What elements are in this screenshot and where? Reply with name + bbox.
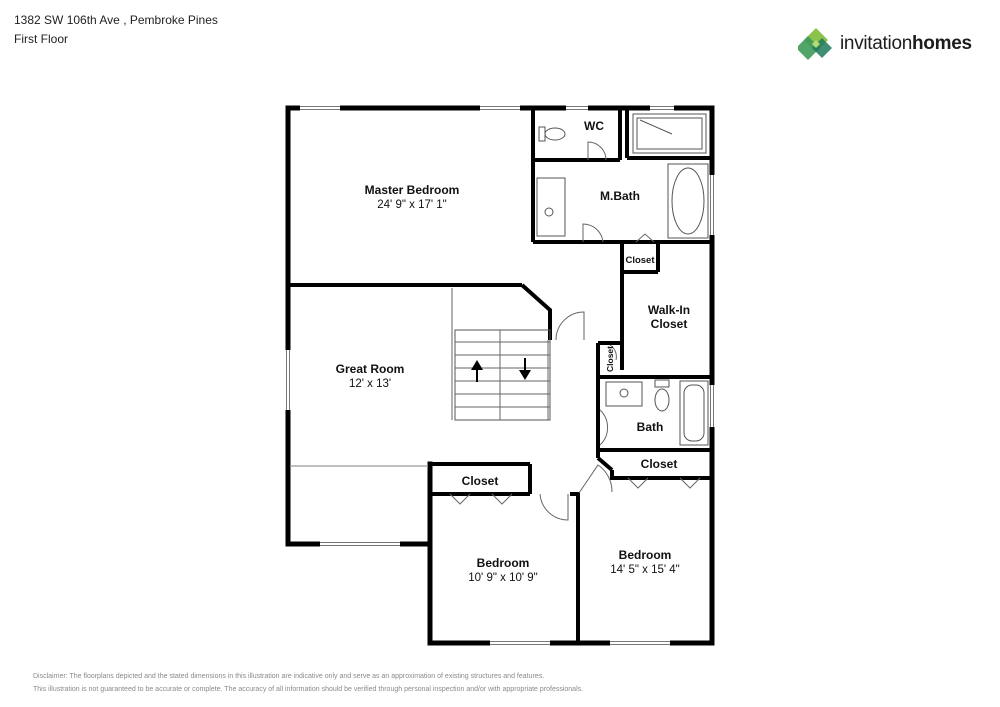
room-master-bedroom: Master Bedroom 24' 9" x 17' 1" <box>365 183 460 211</box>
logo-word-homes: homes <box>912 33 972 54</box>
master-bedroom-dims: 24' 9" x 17' 1" <box>377 199 446 211</box>
bath-label: Bath <box>637 420 664 434</box>
walk-in-line1: Walk-In <box>648 303 690 317</box>
master-bedroom-name: Master Bedroom <box>365 183 460 197</box>
bathtub-icon <box>667 163 709 239</box>
small-closet-label: Closet <box>625 255 655 266</box>
stair-down-arrow-icon <box>519 358 531 380</box>
stair-up-arrow-icon <box>471 360 483 382</box>
walk-in-line2: Closet <box>651 317 688 331</box>
room-great-room: Great Room 12' x 13' <box>336 362 405 390</box>
invitation-homes-logo: invitationhomes <box>796 26 978 62</box>
bath-toilet-icon <box>654 379 670 412</box>
doors <box>449 141 701 521</box>
great-room-dims: 12' x 13' <box>349 378 391 390</box>
floor-label: First Floor <box>14 32 68 46</box>
vertical-closet-label: Closet <box>605 346 615 372</box>
room-bedroom-1: Bedroom 10' 9" x 10' 9" <box>468 556 537 584</box>
shower-icon <box>632 113 707 154</box>
m-bath-label: M.Bath <box>600 189 640 203</box>
vanity-sink-icon <box>605 381 643 407</box>
room-walk-in-closet: Walk-In Closet <box>648 303 690 331</box>
staircase <box>451 288 551 421</box>
property-address: 1382 SW 106th Ave , Pembroke Pines <box>14 13 218 27</box>
disclaimer-line-2: This illustration is not guaranteed to b… <box>33 686 584 693</box>
windows <box>284 104 716 647</box>
interior-walls <box>288 108 712 643</box>
bath-tub-icon <box>679 380 709 446</box>
bedroom2-name: Bedroom <box>619 548 672 562</box>
bedroom2-closet-label: Closet <box>641 457 678 471</box>
wc-label: WC <box>584 119 604 133</box>
bedroom1-name: Bedroom <box>477 556 530 570</box>
bedroom2-dims: 14' 5" x 15' 4" <box>610 564 679 576</box>
disclaimer-line-1: Disclaimer: The floorplans depicted and … <box>33 673 545 680</box>
great-room-name: Great Room <box>336 362 405 376</box>
bedroom1-closet-label: Closet <box>462 474 499 488</box>
bedroom1-dims: 10' 9" x 10' 9" <box>468 572 537 584</box>
logo-mark-icon <box>796 28 832 60</box>
room-bedroom-2: Bedroom 14' 5" x 15' 4" <box>610 548 679 576</box>
logo-wordmark: invitationhomes <box>840 33 972 55</box>
sink-icon <box>536 177 566 237</box>
logo-word-invitation: invitation <box>840 33 912 54</box>
toilet-icon <box>538 126 566 142</box>
